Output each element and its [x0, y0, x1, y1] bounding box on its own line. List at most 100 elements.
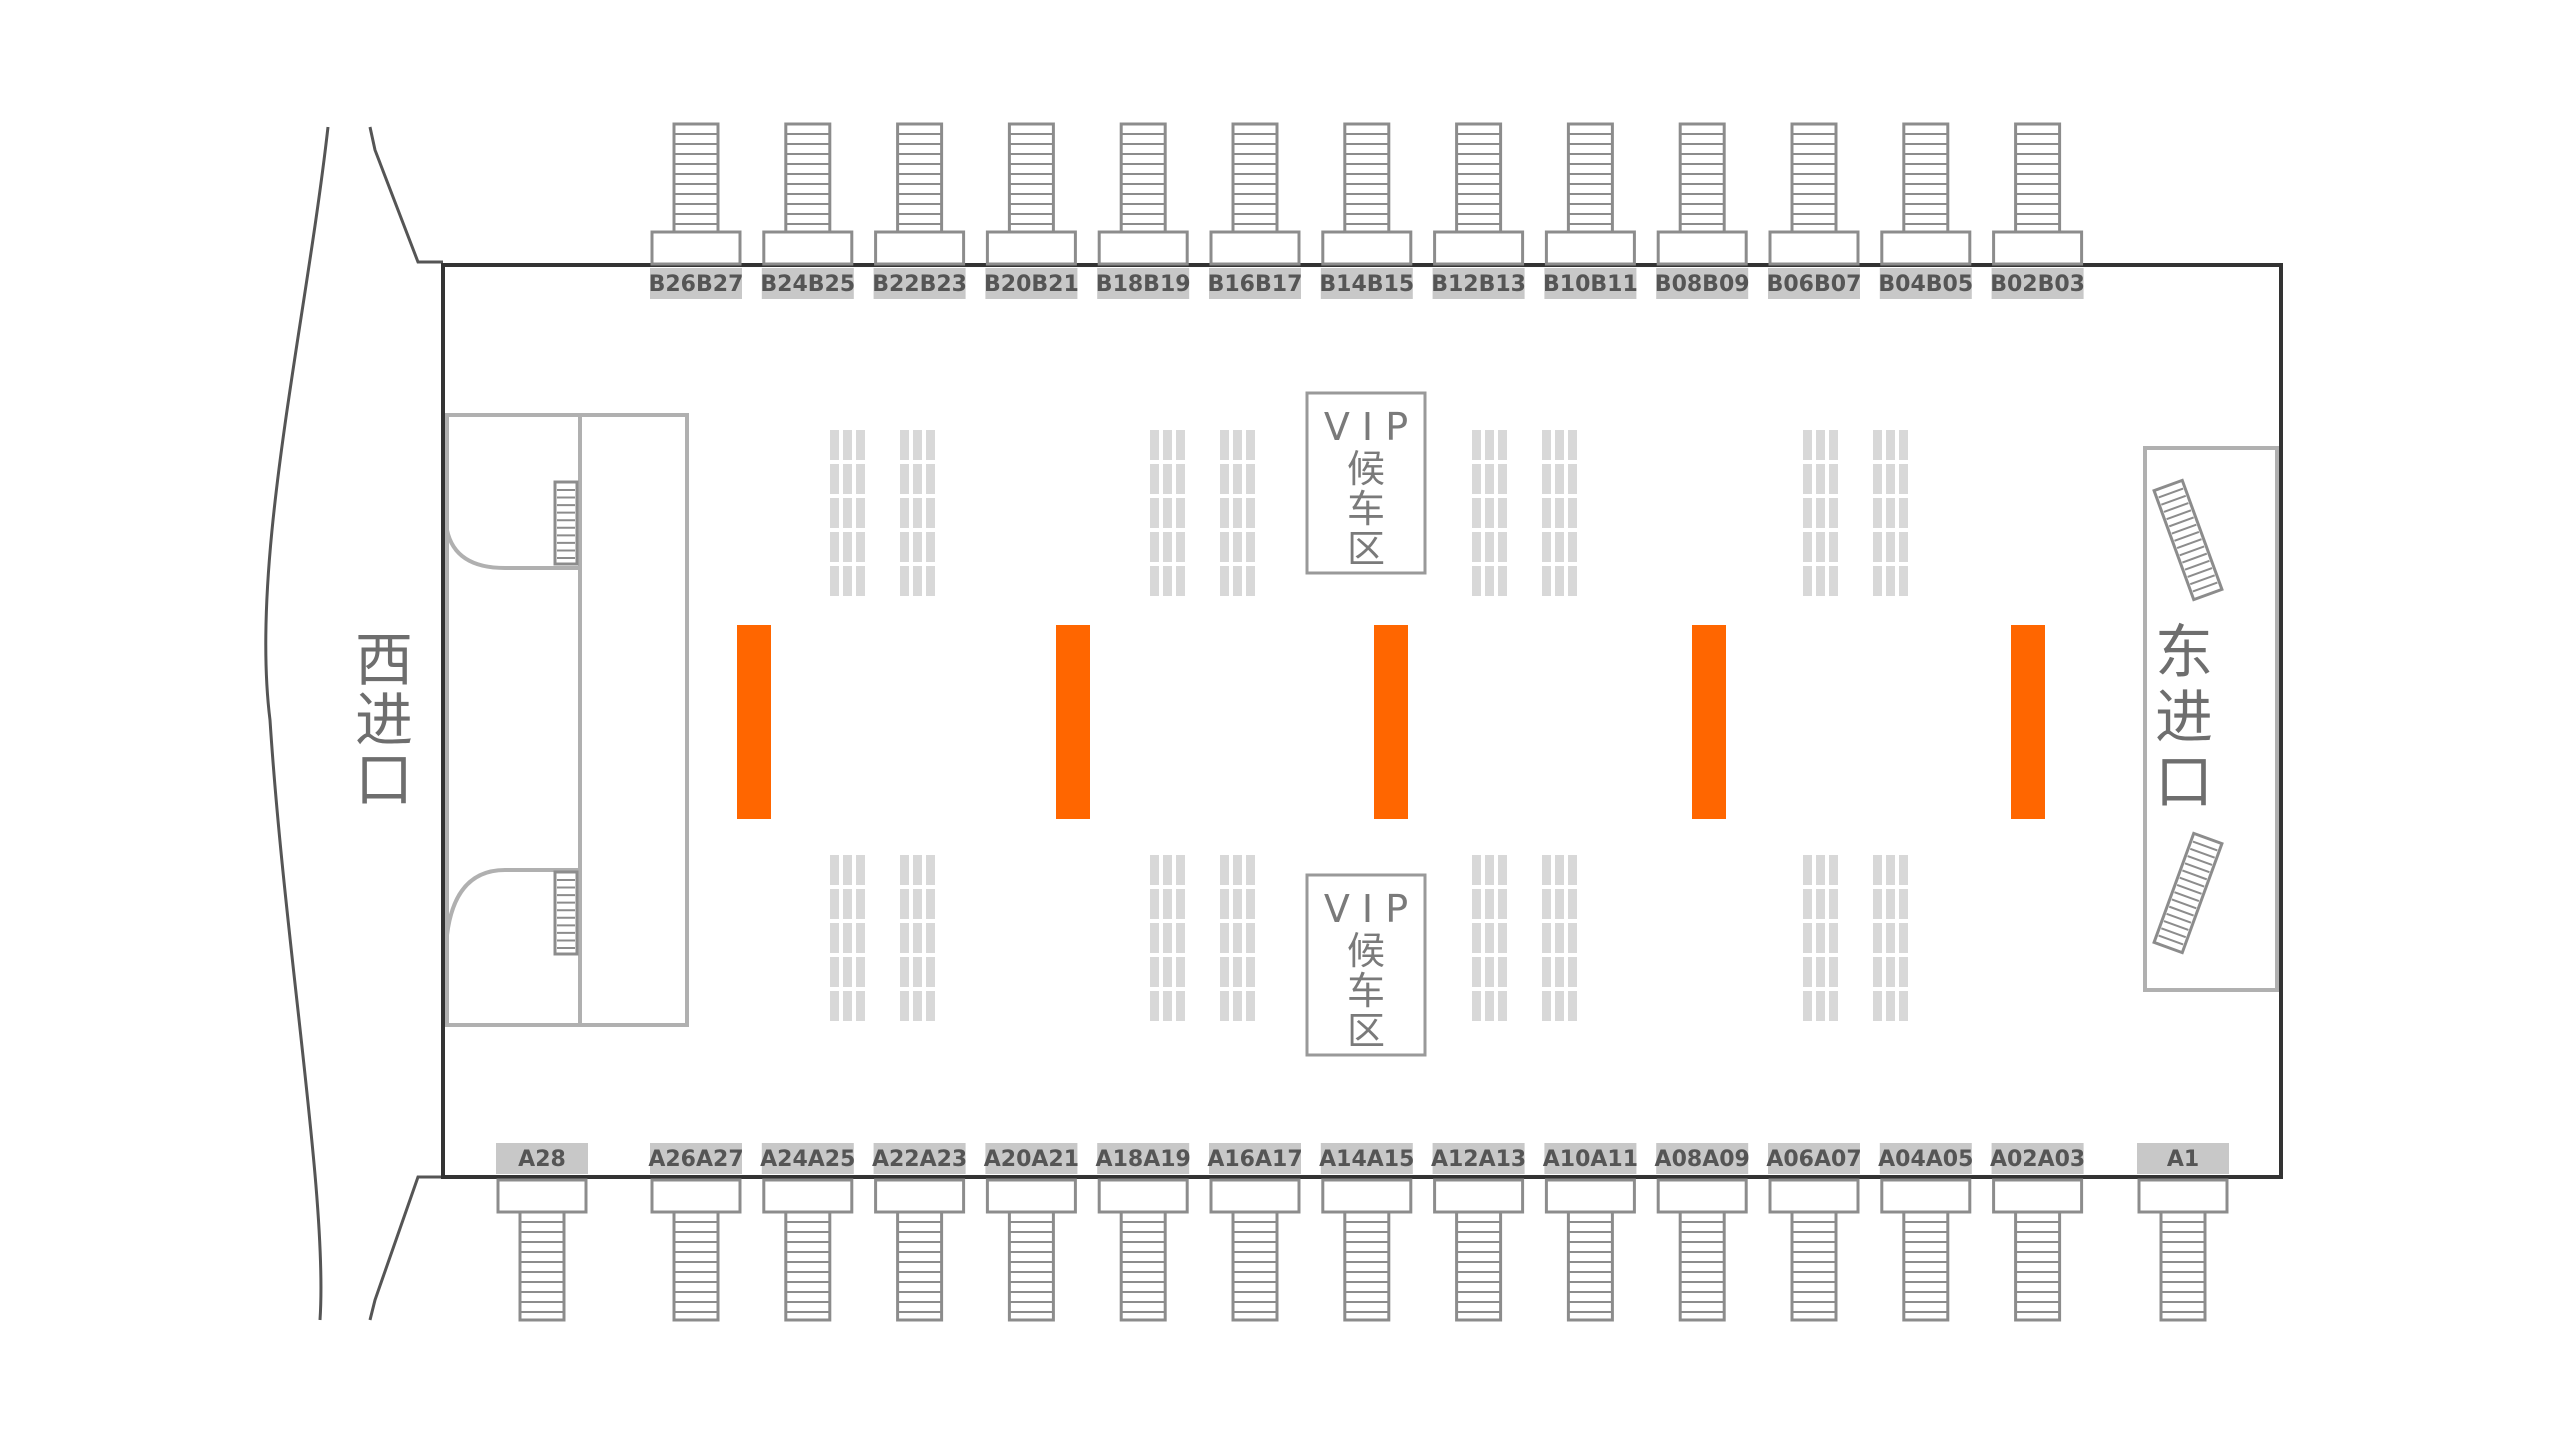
- seat-block: [1472, 430, 1577, 596]
- highlight-marker: [1056, 625, 1090, 819]
- stair-icon: [1119, 1210, 1167, 1322]
- vip-zone-label: 区: [1347, 527, 1385, 571]
- stair-icon: [896, 122, 944, 234]
- gate[interactable]: A26A27: [648, 1143, 744, 1322]
- highlight-marker: [737, 625, 771, 819]
- stair-icon: [1455, 1210, 1503, 1322]
- gate[interactable]: B20B21: [984, 122, 1079, 299]
- gate-label-bg: [985, 1143, 1078, 1174]
- gate-landing: [1656, 230, 1748, 266]
- stair-icon: [2159, 1210, 2207, 1322]
- west-approach-road: [264, 126, 443, 1321]
- vip-zone-label: V I P: [1324, 405, 1408, 449]
- east-entrance-char: 进: [2155, 683, 2213, 751]
- gate-label-bg: [1209, 268, 1301, 299]
- gate-label: B24B25: [760, 272, 855, 297]
- gate-landing: [1433, 1178, 1525, 1214]
- gate[interactable]: A20A21: [984, 1143, 1079, 1322]
- gate[interactable]: A22A23: [872, 1143, 967, 1322]
- stair-icon: [784, 122, 832, 234]
- gate[interactable]: A02A03: [1990, 1143, 2085, 1322]
- seat-block: [830, 430, 935, 596]
- gate-label: A20A21: [984, 1147, 1079, 1172]
- gate[interactable]: B06B07: [1767, 122, 1862, 299]
- gate[interactable]: A1: [2137, 1143, 2229, 1322]
- gate-label: A18A19: [1096, 1147, 1191, 1172]
- gate-label-bg: [1656, 1143, 1749, 1174]
- gate-label-bg: [1097, 1143, 1190, 1174]
- stair-icon: [1790, 1210, 1838, 1322]
- gate-label-bg: [650, 1143, 742, 1174]
- gate-landing: [1880, 230, 1972, 266]
- gate[interactable]: B10B11: [1543, 122, 1638, 299]
- gate-label: A12A13: [1431, 1147, 1526, 1172]
- gate[interactable]: B04B05: [1878, 122, 1973, 299]
- gate-landing: [762, 1178, 854, 1214]
- west-escalator-lower: [553, 870, 579, 956]
- gate[interactable]: A06A07: [1766, 1143, 1862, 1322]
- gate[interactable]: A18A19: [1096, 1143, 1191, 1322]
- gate-landing: [1097, 230, 1189, 266]
- west-escalator-upper: [553, 480, 579, 566]
- gate-landing: [1768, 230, 1860, 266]
- seat-block: [830, 855, 935, 1021]
- gate[interactable]: A24A25: [760, 1143, 855, 1322]
- gate[interactable]: B14B15: [1319, 122, 1414, 299]
- vip-waiting-zone-south[interactable]: V I P 候 车 区: [1305, 873, 1427, 1057]
- gate[interactable]: B12B13: [1431, 122, 1526, 299]
- gate-landing: [1209, 1178, 1301, 1214]
- stair-icon: [1343, 122, 1391, 234]
- gate-label-bg: [2137, 1143, 2229, 1174]
- gate-label-bg: [873, 268, 966, 299]
- gate[interactable]: B18B19: [1096, 122, 1191, 299]
- gate-label-bg: [1097, 268, 1190, 299]
- gate[interactable]: B08B09: [1655, 122, 1750, 299]
- gate[interactable]: A10A11: [1543, 1143, 1638, 1322]
- gate-landing: [1992, 230, 2084, 266]
- seat-block: [1472, 855, 1577, 1021]
- stair-icon: [672, 122, 720, 234]
- gate-landing: [1097, 1178, 1189, 1214]
- seat-block: [1803, 430, 1908, 596]
- stair-icon: [1231, 122, 1279, 234]
- vip-zone-label: 车: [1347, 969, 1385, 1013]
- gate-label-bg: [1879, 1143, 1972, 1174]
- highlight-markers: [737, 625, 2045, 819]
- gate[interactable]: B02B03: [1990, 122, 2085, 299]
- gate[interactable]: A16A17: [1207, 1143, 1303, 1322]
- gate-landing: [650, 1178, 742, 1214]
- gate[interactable]: A12A13: [1431, 1143, 1526, 1322]
- gate-landing: [1992, 1178, 2084, 1214]
- stair-icon: [1455, 122, 1503, 234]
- vip-zone-label: 车: [1347, 487, 1385, 531]
- gate[interactable]: A28: [496, 1143, 588, 1322]
- gate-label-bg: [650, 268, 742, 299]
- vip-zone-label: 候: [1347, 447, 1385, 491]
- gate[interactable]: B16B17: [1208, 122, 1303, 299]
- gate-label-bg: [1320, 1143, 1413, 1174]
- gate[interactable]: A14A15: [1319, 1143, 1414, 1322]
- gate[interactable]: B24B25: [760, 122, 855, 299]
- stair-icon: [672, 1210, 720, 1322]
- east-entrance-label: 东 进 口: [2155, 618, 2213, 816]
- gate-landing: [2137, 1178, 2229, 1214]
- vip-zone-label: 区: [1347, 1009, 1385, 1053]
- stair-icon: [896, 1210, 944, 1322]
- gate-label-bg: [873, 1143, 966, 1174]
- gate-label-bg: [1544, 1143, 1637, 1174]
- gate[interactable]: A08A09: [1655, 1143, 1750, 1322]
- gate-label: B10B11: [1543, 272, 1638, 297]
- gate[interactable]: B26B27: [649, 122, 744, 299]
- west-entrance-char: 西: [355, 626, 413, 694]
- gate-label-bg: [1544, 268, 1637, 299]
- gate-label: A24A25: [760, 1147, 855, 1172]
- gate-landing: [1880, 1178, 1972, 1214]
- gate[interactable]: A04A05: [1878, 1143, 1973, 1322]
- stair-icon: [1678, 1210, 1726, 1322]
- gate[interactable]: B22B23: [872, 122, 967, 299]
- vip-waiting-zone-north[interactable]: V I P 候 车 区: [1305, 391, 1427, 575]
- gate-label: A1: [2167, 1147, 2199, 1172]
- stair-icon: [1566, 1210, 1614, 1322]
- gate-label-bg: [761, 268, 854, 299]
- gate-label: A16A17: [1207, 1147, 1302, 1172]
